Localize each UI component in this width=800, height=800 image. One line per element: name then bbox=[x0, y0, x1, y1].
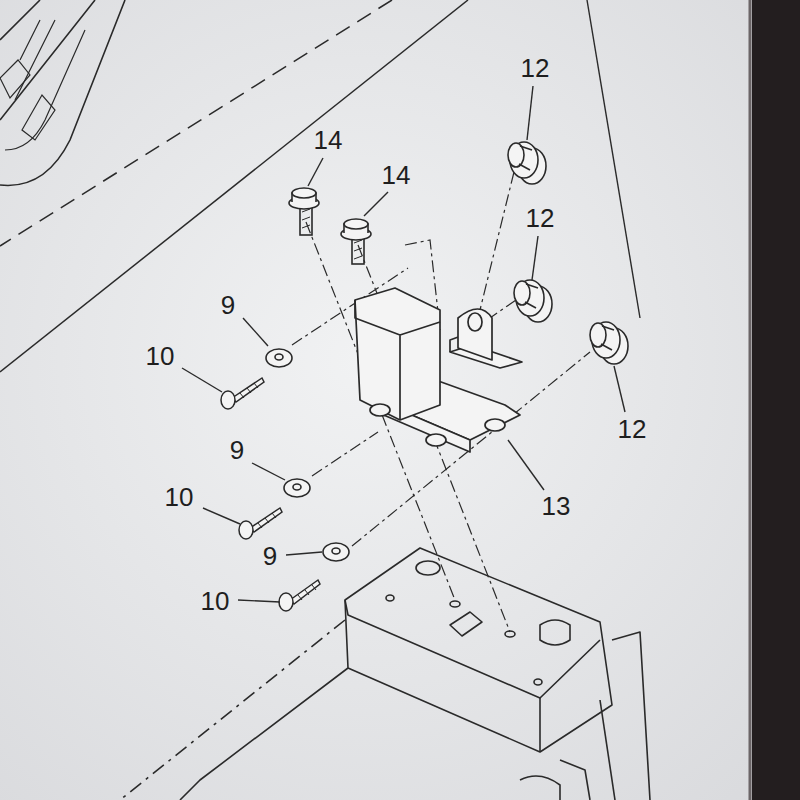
frame-slot bbox=[450, 612, 482, 636]
callout-number: 13 bbox=[542, 493, 571, 519]
callout-number: 9 bbox=[263, 543, 277, 569]
seat-outline bbox=[0, 0, 125, 185]
reference-line bbox=[587, 0, 640, 318]
callout-number: 10 bbox=[146, 343, 175, 369]
leader-line bbox=[364, 192, 388, 216]
frame-boss bbox=[540, 620, 570, 645]
seat-edge bbox=[0, 0, 125, 185]
callout-number: 10 bbox=[165, 484, 194, 510]
leader-line bbox=[508, 440, 544, 490]
bracket-hole bbox=[485, 419, 505, 431]
frame-rail bbox=[120, 620, 345, 800]
callout-number: 12 bbox=[618, 416, 647, 442]
leader-line bbox=[203, 508, 240, 524]
leader-line bbox=[182, 368, 222, 392]
screw bbox=[239, 508, 282, 539]
callout-number: 12 bbox=[521, 55, 550, 81]
bezel-edge bbox=[749, 0, 752, 800]
grommet bbox=[590, 322, 628, 364]
bracket-ear bbox=[458, 309, 492, 360]
leader-line bbox=[527, 86, 533, 140]
leader-line bbox=[252, 463, 285, 480]
crossmember-edge bbox=[539, 698, 541, 752]
crossmember bbox=[345, 548, 612, 752]
washers bbox=[266, 349, 349, 561]
grommet bbox=[514, 280, 552, 322]
flange-bolts bbox=[289, 188, 371, 264]
bracket-hole bbox=[426, 434, 446, 446]
frame-rail bbox=[180, 668, 348, 800]
washer bbox=[284, 479, 310, 497]
frame-boss bbox=[416, 561, 440, 575]
callout-number: 10 bbox=[201, 588, 230, 614]
frame-hole bbox=[505, 631, 515, 637]
leader-line bbox=[286, 552, 322, 555]
assembly-line bbox=[480, 172, 514, 310]
monitor-bezel bbox=[752, 0, 800, 800]
callout-number: 14 bbox=[382, 162, 411, 188]
leader-line bbox=[532, 236, 538, 280]
callout-number: 12 bbox=[526, 205, 555, 231]
seat-pattern bbox=[5, 20, 85, 150]
frame bbox=[120, 548, 650, 800]
leader-line bbox=[614, 366, 625, 412]
seat-detail bbox=[0, 60, 55, 140]
frame-hole bbox=[386, 595, 394, 601]
crossmember-edge bbox=[345, 600, 600, 698]
bracket-hole bbox=[370, 404, 390, 416]
bracket-plate bbox=[355, 288, 440, 420]
washer bbox=[266, 349, 292, 367]
frame-rail bbox=[600, 700, 615, 800]
frame-rail bbox=[560, 760, 590, 800]
assembly-lines bbox=[292, 172, 590, 632]
screw bbox=[221, 378, 264, 409]
washer bbox=[323, 543, 349, 561]
leader-line bbox=[308, 158, 323, 186]
callout-number: 9 bbox=[221, 292, 235, 318]
tapping-screws bbox=[221, 378, 320, 611]
grommet bbox=[508, 142, 546, 184]
assembly-line bbox=[312, 432, 378, 476]
leader-line bbox=[238, 600, 280, 602]
bracket-hole bbox=[468, 313, 482, 331]
assembly-line bbox=[490, 300, 516, 318]
rubber-grommets bbox=[508, 142, 628, 364]
callout-number: 9 bbox=[230, 437, 244, 463]
leader-line bbox=[243, 318, 268, 346]
bolt bbox=[341, 219, 371, 264]
bracket-fold bbox=[355, 300, 440, 420]
frame-hole bbox=[450, 601, 460, 607]
frame-hole bbox=[534, 679, 542, 685]
frame-rail bbox=[612, 632, 650, 800]
screw bbox=[279, 580, 320, 611]
frame-detail bbox=[520, 776, 560, 800]
reference-line bbox=[0, 0, 392, 246]
bolt bbox=[289, 188, 319, 235]
callout-number: 14 bbox=[314, 127, 343, 153]
mounting-bracket bbox=[355, 288, 522, 452]
leader-lines bbox=[182, 86, 625, 602]
